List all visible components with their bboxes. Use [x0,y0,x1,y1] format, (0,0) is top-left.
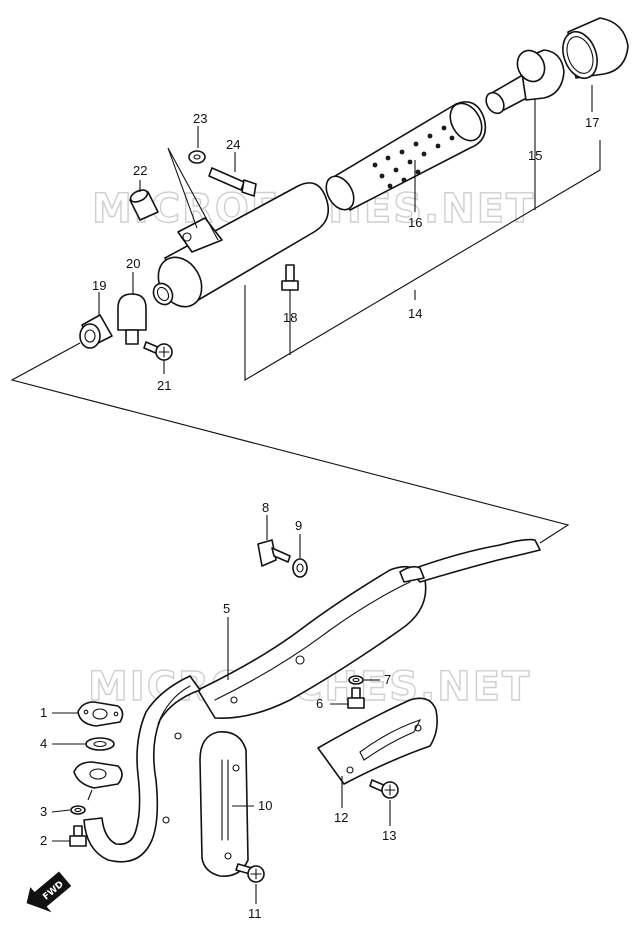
callout-18: 18 [283,310,297,325]
callout-17: 17 [585,115,599,130]
bolt-2 [69,825,87,847]
screw-13 [369,779,399,799]
gasket-1 [77,701,124,727]
leader-7-header [87,789,93,801]
callout-6: 6 [316,696,323,711]
washer-7 [348,675,364,685]
callout-21: 21 [157,378,171,393]
bushing-19 [79,314,113,349]
callout-16: 16 [408,215,422,230]
callout-24: 24 [226,137,240,152]
pipe-guard-10 [199,731,249,877]
callout-5: 5 [223,601,230,616]
callout-2: 2 [40,833,47,848]
callout-12: 12 [334,810,348,825]
washer-23 [188,150,206,164]
callout-8: 8 [262,500,269,515]
expansion-chamber-5 [197,538,541,719]
tail-pipe-15 [485,49,565,115]
forward-direction-icon: FWD [26,871,72,913]
silencer-body [152,182,330,308]
end-cap-17 [562,17,629,80]
callout-15: 15 [528,148,542,163]
callout-22: 22 [133,163,147,178]
callout-9: 9 [295,518,302,533]
leader-3 [51,809,71,813]
washer-3 [70,805,86,815]
bolt-24 [208,167,257,197]
header-pipe [83,675,238,863]
bolt-18 [281,264,299,291]
leader-23-bracket [167,147,219,241]
washer-9 [292,558,308,578]
clamp-20 [117,293,147,345]
screw-11 [235,863,265,883]
callout-23: 23 [193,111,207,126]
collar-22 [129,189,159,221]
bolt-8 [257,539,291,567]
callout-7: 7 [384,672,391,687]
inner-tube-16 [325,101,487,211]
callout-19: 19 [92,278,106,293]
header-flange [73,761,123,789]
leader-14-bracket [244,140,601,381]
assembly-divider-line [10,342,570,544]
callout-1: 1 [40,705,47,720]
seal-ring-4 [85,737,115,751]
callout-3: 3 [40,804,47,819]
callout-13: 13 [382,828,396,843]
screw-21 [143,341,173,361]
callout-20: 20 [126,256,140,271]
callout-11: 11 [248,906,262,921]
callout-4: 4 [40,736,47,751]
callout-14: 14 [408,306,422,321]
bolt-6 [347,687,365,709]
heat-shield-12 [317,697,438,785]
callout-10: 10 [258,798,272,813]
